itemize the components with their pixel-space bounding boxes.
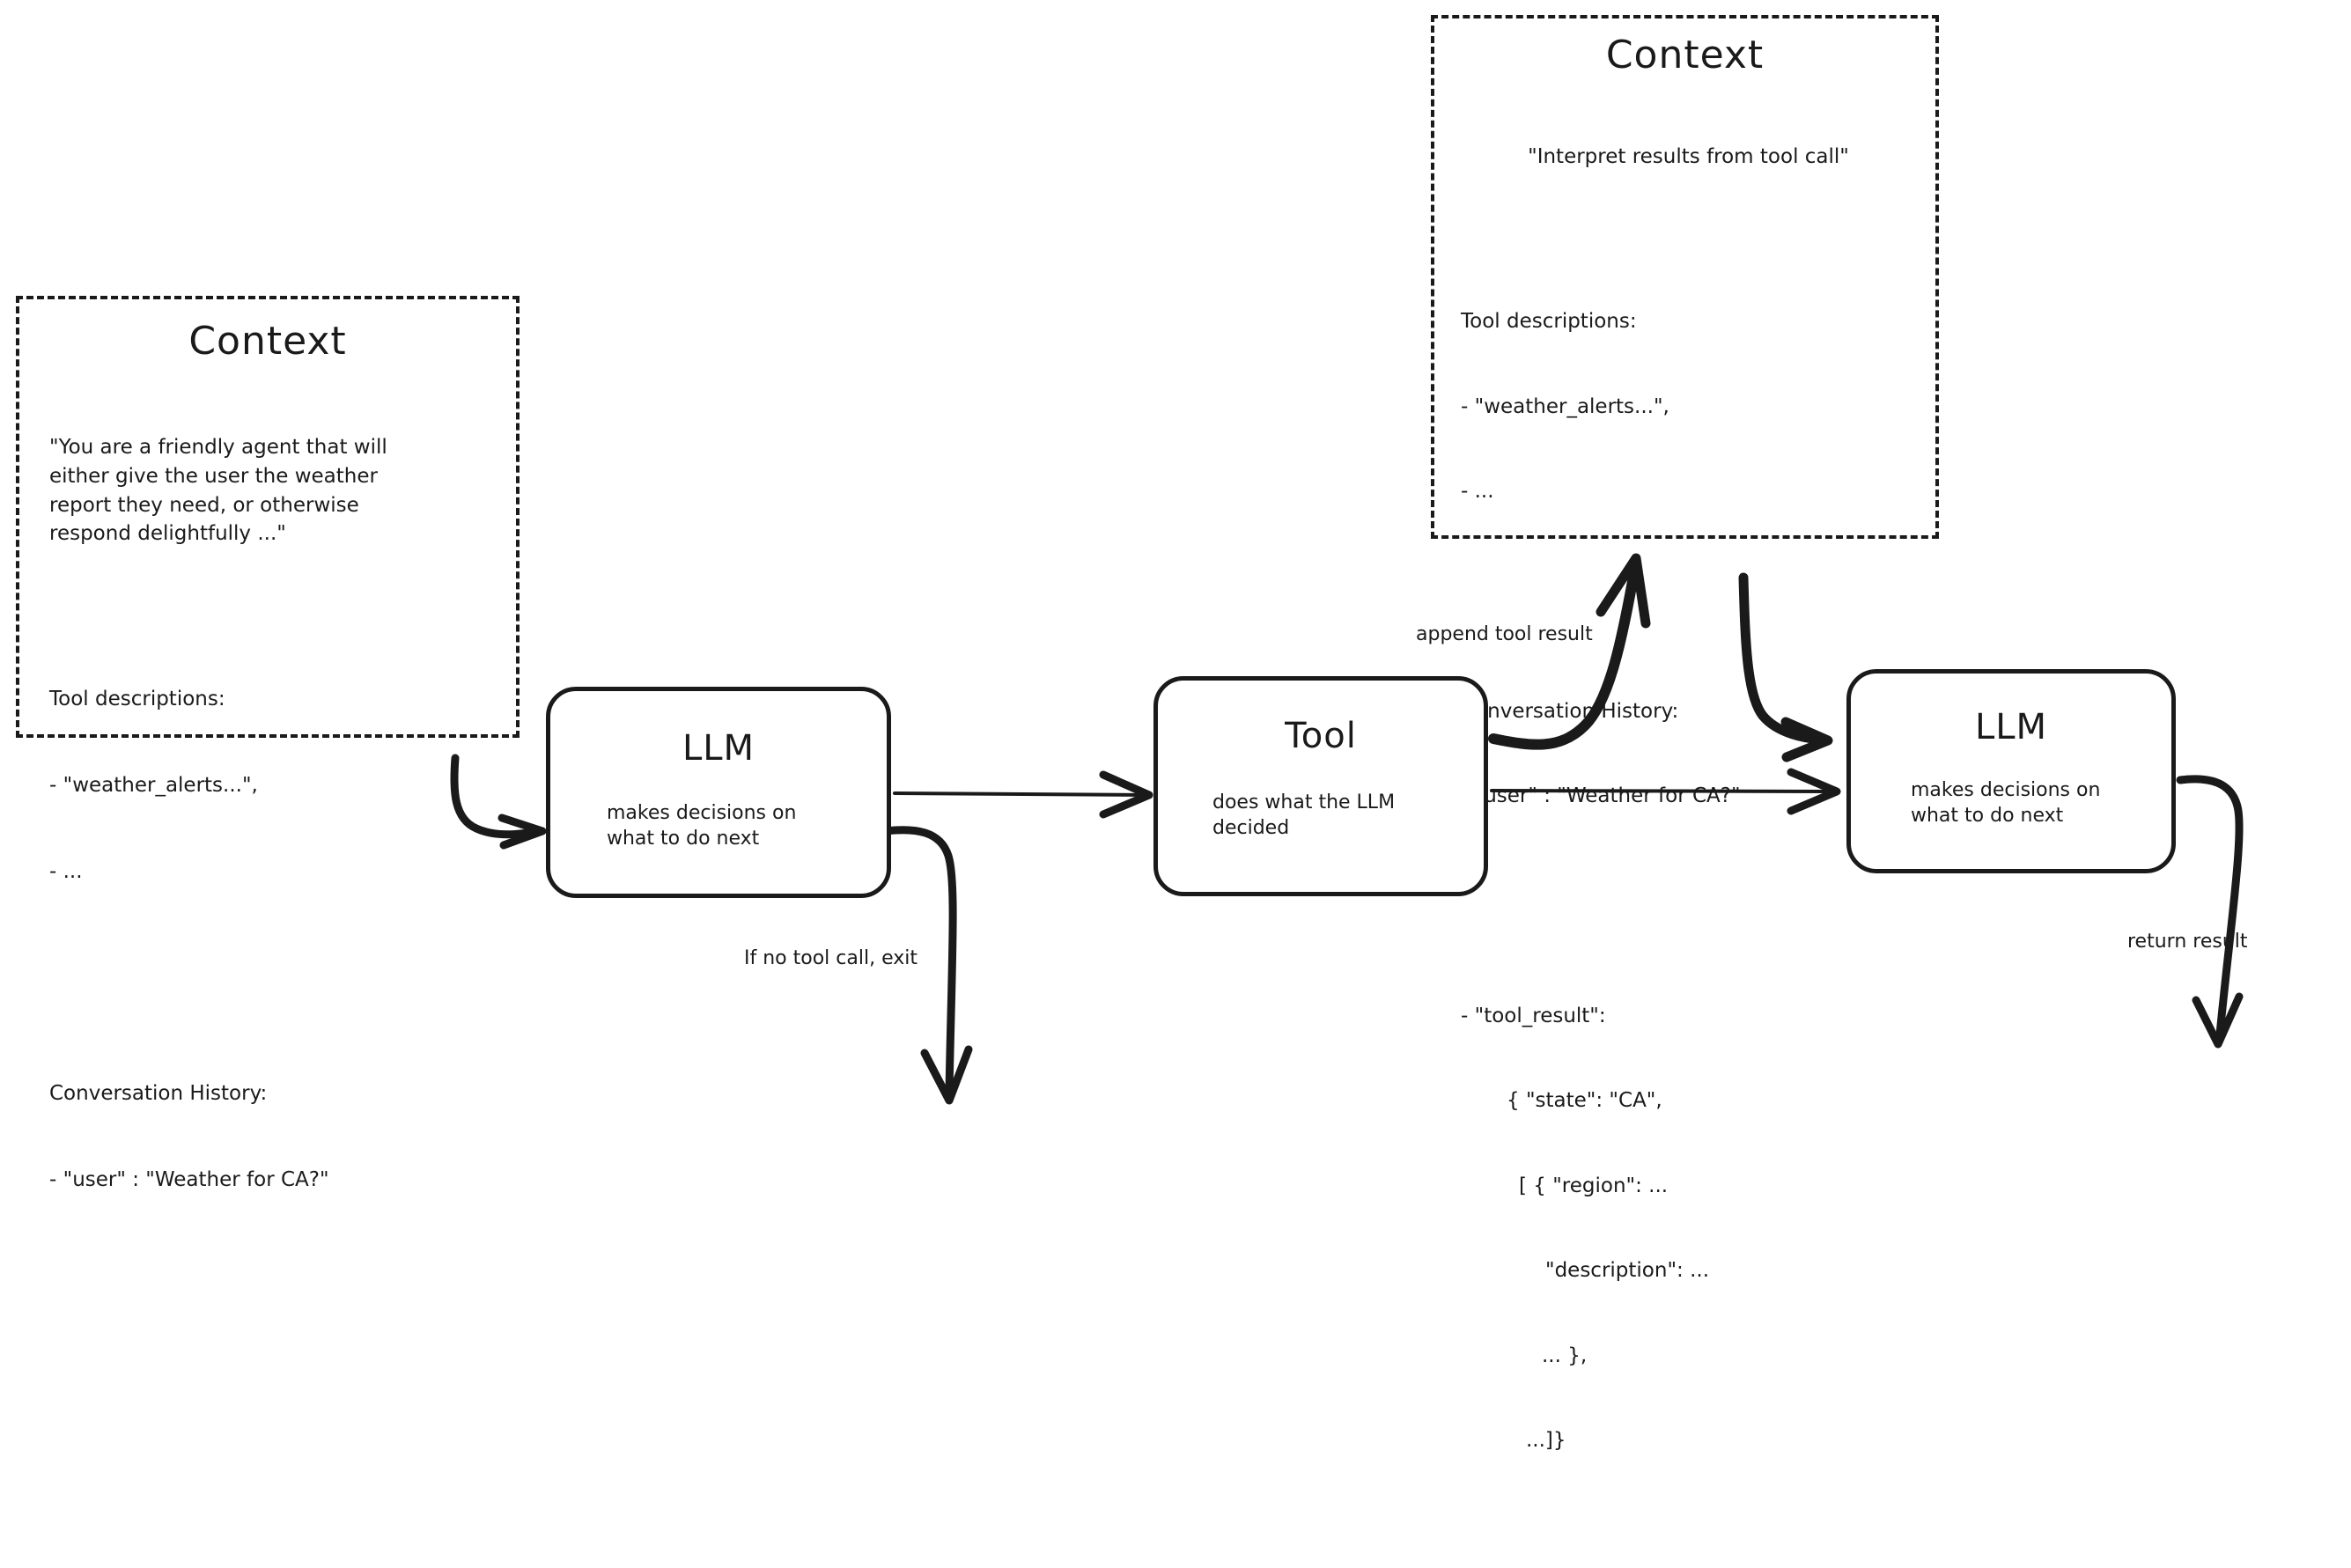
connector-layer	[450, 553, 2244, 1105]
tool-descriptions-item-2: - ...	[49, 859, 83, 883]
node-llm-1-subtitle: makes decisions on what to do next	[607, 802, 797, 850]
context-box-right: Context "Interpret results from tool cal…	[1431, 15, 1939, 1452]
edge-tool-to-llm2	[1490, 768, 1841, 815]
node-tool-subtitle: does what the LLM decided	[1212, 791, 1396, 840]
edge-llm1-to-tool	[893, 770, 1153, 819]
edge-label-if-no-tool-call-exit: If no tool call, exit	[744, 947, 918, 969]
node-tool[interactable]: Tool does what the LLM decided	[1153, 676, 1488, 896]
context-left-title: Context	[188, 319, 347, 364]
edge-llm1-exit	[881, 826, 973, 1105]
context-right-tool-result: - "tool_result": { "state": "CA", [ { "r…	[1461, 945, 1916, 1512]
tool-result-line-4: ... },	[1542, 1343, 1588, 1367]
edge-tool-to-context-right	[1488, 553, 1651, 750]
edge-context-to-llm1	[450, 754, 547, 850]
edge-llm2-return	[2176, 775, 2244, 1049]
context-right-system-prompt: "Interpret results from tool call"	[1528, 145, 1849, 169]
node-llm-2-title: LLM	[1974, 707, 2048, 747]
edge-label-append-tool-result: append tool result	[1416, 623, 1593, 645]
diagram-canvas: Context "You are a friendly agent that w…	[16, 15, 2248, 1453]
context-right-title: Context	[1605, 33, 1765, 77]
context-left-tool-descriptions: Tool descriptions: - "weather_alerts..."…	[49, 627, 490, 943]
node-llm-1[interactable]: LLM makes decisions on what to do next	[546, 687, 891, 898]
tool-result-line-2: [ { "region": ...	[1519, 1174, 1669, 1197]
context-box-left: Context "You are a friendly agent that w…	[16, 296, 520, 1191]
tool-descriptions-item-2: - ...	[1461, 480, 1494, 504]
tool-result-line-1: { "state": "CA",	[1507, 1089, 1662, 1113]
tool-descriptions-item-1: - "weather_alerts...",	[49, 773, 258, 797]
tool-result-line-3: "description": ...	[1545, 1259, 1710, 1283]
tool-descriptions-heading: Tool descriptions:	[1461, 310, 1637, 334]
context-left-body: "You are a friendly agent that will eith…	[19, 376, 516, 1309]
tool-result-line-5: ...]}	[1526, 1429, 1566, 1453]
context-left-conversation: Conversation History: - "user" : "Weathe…	[49, 1022, 490, 1252]
tool-descriptions-item-1: - "weather_alerts...",	[1461, 394, 1669, 418]
node-tool-title: Tool	[1285, 716, 1357, 756]
node-llm-1-title: LLM	[682, 728, 755, 769]
conversation-item-1: - "user" : "Weather for CA?"	[49, 1168, 329, 1192]
conversation-heading: Conversation History:	[49, 1082, 268, 1106]
context-right-tool-descriptions: Tool descriptions: - "weather_alerts..."…	[1461, 251, 1916, 563]
context-left-system-prompt: "You are a friendly agent that will eith…	[49, 436, 387, 546]
tool-descriptions-heading: Tool descriptions:	[49, 687, 225, 710]
node-llm-2-subtitle: makes decisions on what to do next	[1911, 779, 2101, 828]
edge-context-right-to-llm2	[1738, 572, 1833, 762]
node-llm-2[interactable]: LLM makes decisions on what to do next	[1846, 669, 2176, 873]
tool-result-label: - "tool_result":	[1461, 1004, 1606, 1027]
edge-label-return-result: return result	[2127, 931, 2248, 953]
